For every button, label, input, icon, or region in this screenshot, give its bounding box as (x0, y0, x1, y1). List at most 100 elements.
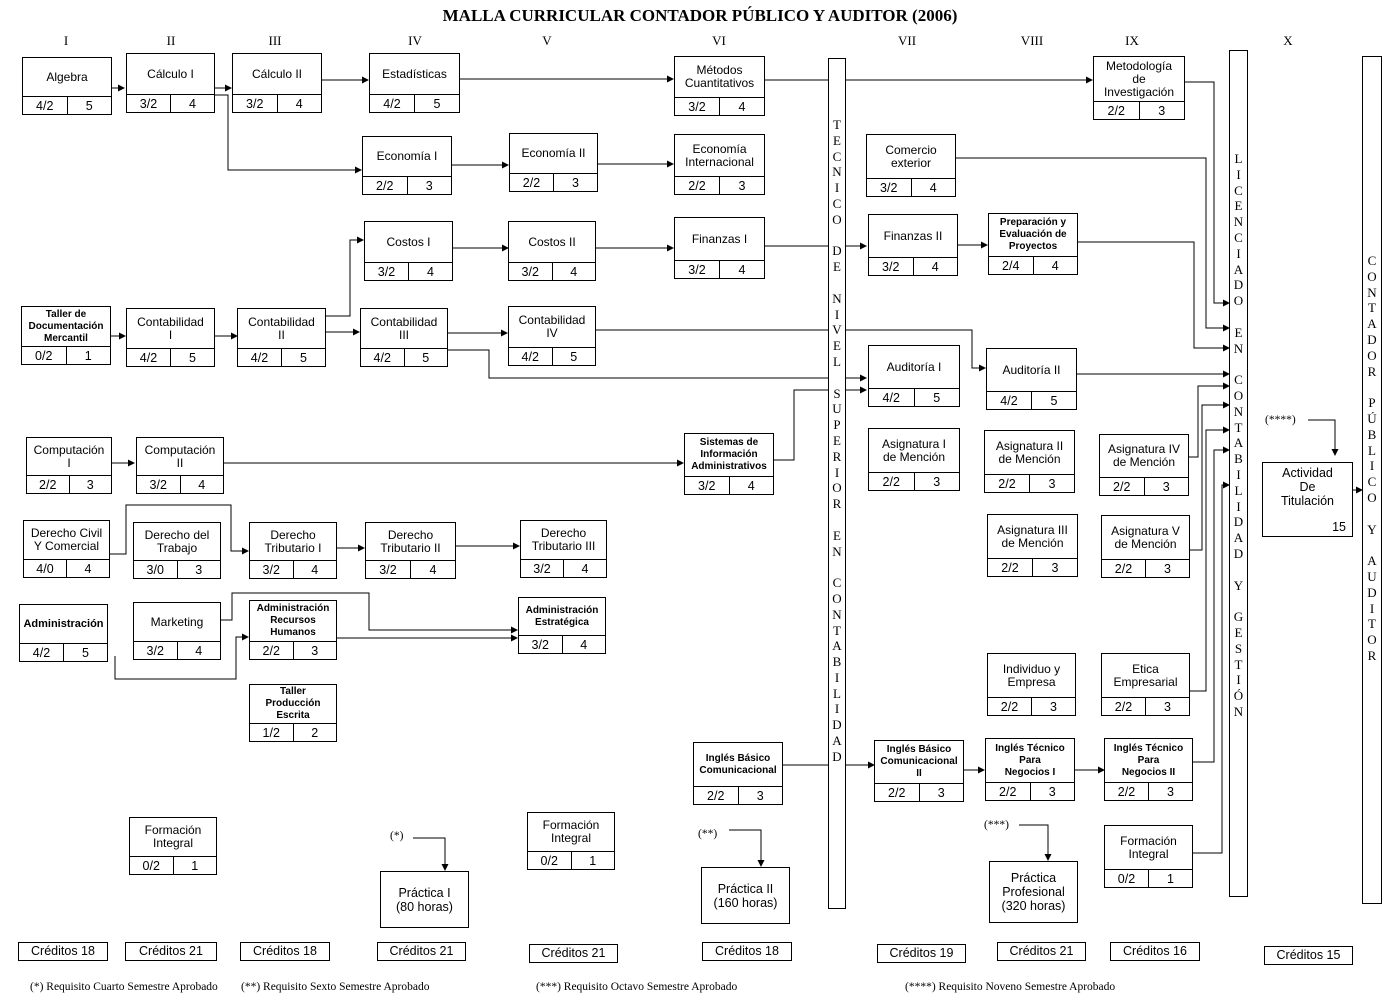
course-name: Asignatura III de Mención (997, 522, 1068, 550)
course-hours: 2/2 (882, 474, 900, 489)
course-name: Inglés Técnico Para Negocios I (995, 742, 1065, 778)
course-credits: 4 (276, 95, 322, 112)
course-credits: 4 (563, 560, 606, 577)
course-credits: 2 (292, 724, 337, 741)
course-name: Contabilidad I (137, 314, 204, 342)
course-hours: 4/0 (36, 561, 54, 576)
course-credits: 3 (1029, 783, 1075, 800)
course-hours: 3/2 (246, 96, 264, 111)
course-hours: 4/2 (373, 350, 391, 365)
course-hours: 3/2 (688, 262, 706, 277)
practica-2[interactable]: Práctica II (160 horas) (701, 867, 790, 924)
course-name: Economía Internacional (685, 141, 754, 169)
course-credits: 4 (179, 476, 224, 493)
course-hours: 4/2 (36, 98, 54, 113)
course-hours: 2/2 (707, 788, 725, 803)
requisite-mark: (**) (698, 828, 718, 840)
semester-header: III (268, 33, 282, 48)
footnote: (***) Requisito Octavo Semestre Aprobado (536, 981, 738, 993)
course-ingles-tecnico-1[interactable]: Inglés Técnico Para Negocios I 2/2 3 (985, 738, 1075, 801)
course-hours: 3/2 (149, 477, 167, 492)
course-hours: 2/2 (1001, 560, 1019, 575)
semester-header: V (542, 33, 552, 48)
course-credits: 3 (737, 787, 783, 804)
course-credits: 1 (65, 347, 111, 364)
course-name: Preparación y Evaluación de Proyectos (999, 217, 1067, 252)
course-hours: 2/2 (999, 784, 1017, 799)
course-credits: 3 (176, 561, 221, 578)
course-name: Asignatura I de Mención (881, 436, 947, 464)
credits-box: Créditos 21 (125, 942, 217, 961)
course-hours: 4/2 (383, 96, 401, 111)
course-credits: 4 (912, 258, 958, 275)
actividad-titulacion[interactable]: Actividad De Titulación 15 (1262, 462, 1353, 537)
credits-box: Créditos 21 (377, 942, 466, 961)
course-credits: 5 (551, 348, 596, 365)
practica-profesional[interactable]: Práctica Profesional (320 horas) (989, 861, 1078, 923)
course-name: Economía II (521, 146, 586, 160)
course-name: Formación Integral (542, 818, 600, 845)
course-hours: 3/2 (882, 259, 900, 274)
course-name: Formación Integral (144, 823, 202, 850)
semester-header: II (166, 33, 176, 48)
credits-box: Créditos 19 (877, 944, 966, 963)
course-hours: 3/2 (146, 643, 164, 658)
practica-1[interactable]: Práctica I (80 horas) (380, 871, 469, 928)
course-credits: 4 (292, 561, 337, 578)
course-hours: 2/2 (1107, 103, 1125, 118)
semester-header: X (1283, 33, 1293, 48)
